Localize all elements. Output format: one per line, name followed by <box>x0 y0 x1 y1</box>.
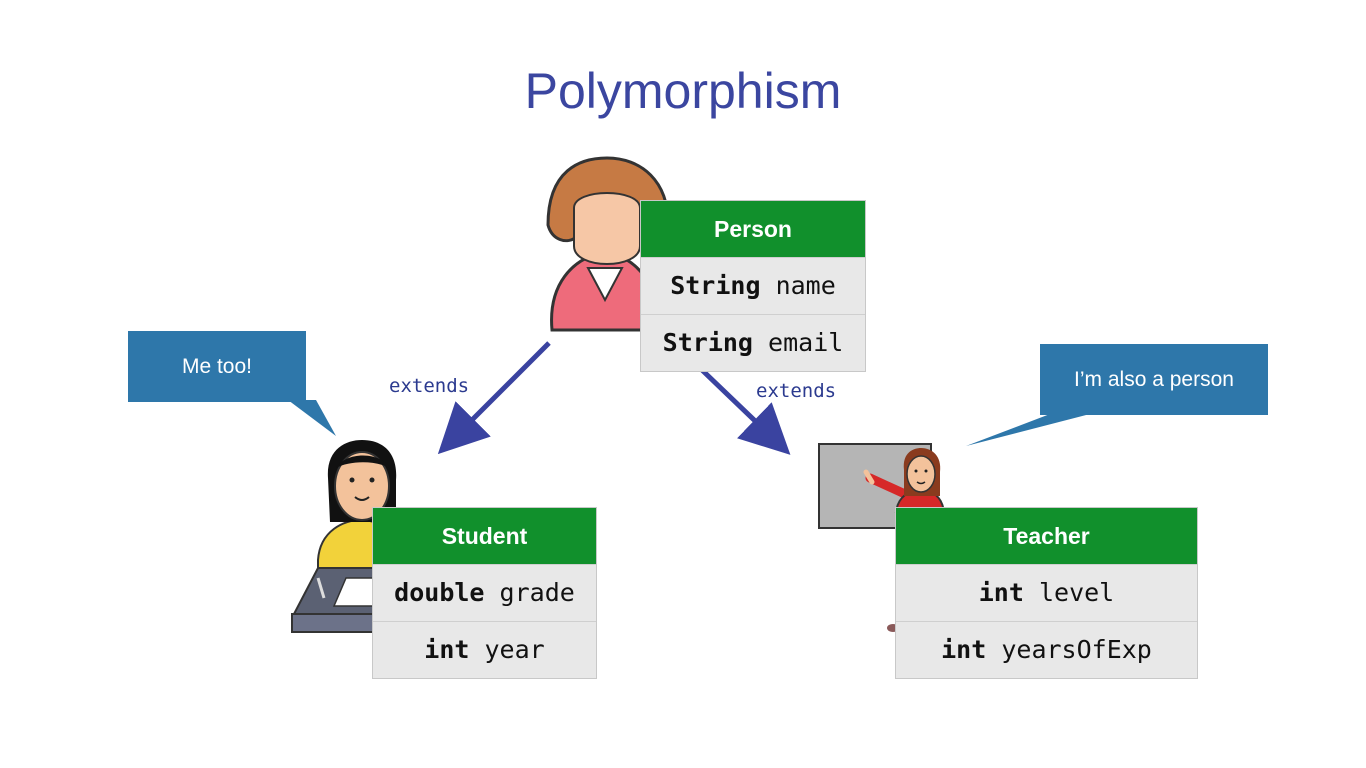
extends-label-teacher: extends <box>756 380 837 402</box>
teacher-bubble-tail <box>966 414 1090 446</box>
student-class-name: Student <box>373 508 596 564</box>
arrow-student-to-person <box>437 341 551 455</box>
student-field-year: int year <box>373 621 596 678</box>
student-speech-bubble: Me too! <box>128 331 306 402</box>
teacher-field-years-of-exp: int yearsOfExp <box>896 621 1197 678</box>
arrow-teacher-to-person <box>700 368 791 455</box>
student-class-box: Student double grade int year <box>372 507 597 679</box>
teacher-speech-text: I’m also a person <box>1074 367 1234 391</box>
teacher-speech-bubble: I’m also a person <box>1040 344 1268 415</box>
person-class-box: Person String name String email <box>640 200 866 372</box>
teacher-field-level: int level <box>896 564 1197 621</box>
teacher-class-name: Teacher <box>896 508 1197 564</box>
student-speech-text: Me too! <box>181 354 253 378</box>
extends-label-student: extends <box>389 375 470 397</box>
student-bubble-tail <box>288 400 336 436</box>
teacher-class-box: Teacher int level int yearsOfExp <box>895 507 1198 679</box>
person-class-name: Person <box>641 201 865 257</box>
person-field-name: String name <box>641 257 865 314</box>
student-at-desk-icon <box>291 440 397 633</box>
student-field-grade: double grade <box>373 564 596 621</box>
slide-title: Polymorphism <box>524 63 842 119</box>
person-field-email: String email <box>641 314 865 371</box>
